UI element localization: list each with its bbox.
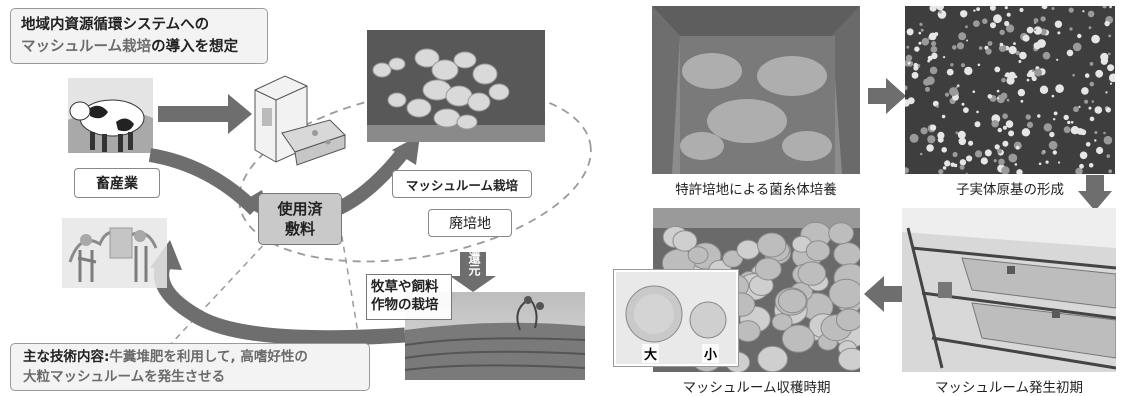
arrow-to-mushroom [392,135,420,165]
diagram-graphics [62,75,592,380]
used-bedding-line1: 使用済 [277,200,323,218]
milk-cheese-illustration [254,75,346,166]
cow-illustration [68,78,153,153]
used-bedding-line2: 敷料 [284,220,315,238]
caption-step3: マッシュルーム発生初期 [934,380,1084,396]
mushroom-cultivation-label: マッシュルーム栽培 [392,170,532,198]
title-line1: 地域内資源循環システムへの [21,17,210,33]
caption-step4: マッシュルーム収穫時期 [682,380,831,396]
system-title-box: 地域内資源循環システムへの マッシュルーム栽培の導入を想定 [10,8,268,64]
summary-label: 主な技術内容 [23,349,104,365]
title-highlight: マッシュルーム栽培 [21,39,152,55]
title-rest: の導入を想定 [151,39,239,55]
photo-mycelium-culture [652,6,860,174]
mushroom-cultivation-text: マッシュルーム栽培 [405,177,519,193]
forage-line1: 牧草や飼料 [371,279,439,295]
field-illustration [404,292,586,380]
summary-text-line1: 牛糞堆肥を利用して, 高嗜好性の [109,349,308,365]
size-comparison-inset: 大 小 [614,270,738,366]
caption-step1: 特許培地による菌糸体培養 [675,182,837,198]
arrow-to-dairy [158,94,252,134]
livestock-text: 畜産業 [96,176,138,192]
caption-step2: 子実体原基の形成 [956,182,1064,198]
size-small-label: 小 [702,344,720,363]
arrow-step1-to-step2 [868,78,906,114]
return-arrow [450,252,496,292]
summary-line1: 主な技術内容:牛糞堆肥を利用して, 高嗜好性の [23,347,357,367]
photo-primordia-formation [905,6,1115,174]
summary-box: 主な技術内容:牛糞堆肥を利用して, 高嗜好性の 大粒マッシュルームを発生させる [10,343,370,391]
forage-label: 牧草や飼料 作物の栽培 [366,274,452,320]
size-large-label: 大 [642,344,660,363]
mushroom-bed-photo [367,30,545,142]
spent-medium-text: 廃培地 [449,216,491,232]
summary-separator: : [104,349,110,365]
title-line2: マッシュルーム栽培の導入を想定 [21,36,257,58]
livestock-label: 畜産業 [74,168,160,198]
summary-text-line2: 大粒マッシュルームを発生させる [23,369,226,385]
arrow-step2-to-step3 [1078,175,1112,211]
farmers-illustration [62,218,167,288]
used-bedding-box: 使用済 敷料 [258,193,342,245]
spent-medium-label: 廃培地 [428,209,512,237]
arrow-step3-to-step4 [864,276,902,312]
return-label: 還元 [467,252,481,276]
forage-line2: 作物の栽培 [371,297,439,313]
photo-early-fruiting [902,208,1116,372]
